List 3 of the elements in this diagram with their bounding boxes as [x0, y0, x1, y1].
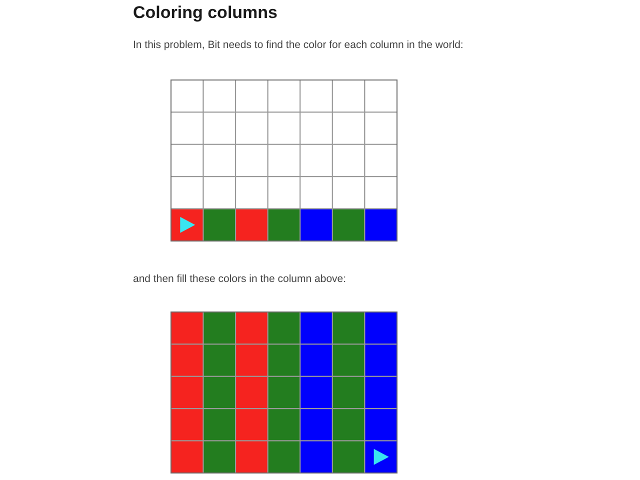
paragraph: and then fill these colors in the column above:: [133, 273, 346, 285]
paragraph: In this problem, Bit needs to find the color for each column in the world:: [133, 39, 464, 51]
title: Coloring columns: [133, 3, 278, 23]
